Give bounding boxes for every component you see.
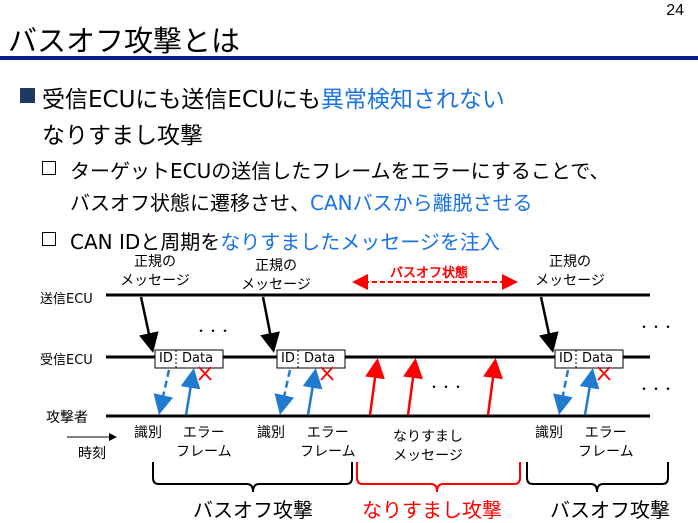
sub-bullet-box-icon <box>42 232 56 246</box>
ellipsis: ・・・ <box>428 380 465 394</box>
time-label: 時刻 <box>78 446 106 462</box>
sub-bullet-2: CAN IDと周期をなりすましたメッセージを注入 <box>70 226 500 255</box>
slide-title: バスオフ攻撃とは <box>8 24 241 58</box>
frame-id-label: ID <box>559 351 573 366</box>
error-frame-label: エラーフレーム <box>578 425 634 460</box>
error-frame-arrow <box>180 368 600 416</box>
lane-label-attacker: 攻撃者 <box>46 410 88 426</box>
busoff-attack-brace <box>152 462 353 493</box>
regular-message-label: 正規のメッセージ <box>120 254 190 289</box>
regular-message-label: 正規のメッセージ <box>535 254 605 289</box>
ellipsis: ・・・ <box>638 382 675 396</box>
bullet-square-icon <box>20 88 35 103</box>
lane-label-receiver: 受信ECU <box>40 353 93 368</box>
sub-bullet-1-line-2: バスオフ状態に遷移させ、CANバスから離脱させる <box>70 187 533 216</box>
spoof-message-label: なりすましメッセージ <box>393 429 463 464</box>
ellipsis: ・・・ <box>638 320 675 334</box>
frame-data-label: Data <box>182 351 214 366</box>
phase-label-spoof-attack: なりすまし攻撃 <box>362 498 502 522</box>
busoff-state-label: バスオフ状態 <box>390 266 469 281</box>
error-x-icon <box>198 366 611 381</box>
frame-data-label: Data <box>582 351 614 366</box>
spoof-attack-brace <box>356 462 521 493</box>
identify-label: 識別 <box>134 425 162 441</box>
sub-bullet-1-line-1: ターゲットECUの送信したフレームをエラーにすることで、 <box>70 159 610 183</box>
regular-message-arrow <box>139 296 559 353</box>
identify-label: 識別 <box>257 425 285 441</box>
ellipsis: ・・・ <box>195 324 232 338</box>
identify-label: 識別 <box>535 425 563 441</box>
regular-message-label: 正規のメッセージ <box>241 258 311 293</box>
sub-bullet-1-text: バスオフ状態に遷移させ、 <box>70 191 310 215</box>
sub-bullet-box-icon <box>42 161 56 175</box>
lane-label-sender: 送信ECU <box>40 292 93 307</box>
busoff-attack-brace <box>526 462 669 493</box>
page-number: 24 <box>666 2 684 19</box>
phase-label-busoff-attack: バスオフ攻撃 <box>550 498 670 522</box>
phase-label-busoff-attack: バスオフ攻撃 <box>193 498 313 522</box>
sub-bullet-1-highlight: CANバスから離脱させる <box>310 191 533 215</box>
sub-bullet-2-text: CAN IDと周期を <box>70 230 221 254</box>
spoof-message-arrow <box>365 358 503 416</box>
bullet-1-highlight: 異常検知されない <box>320 87 505 113</box>
title-divider <box>0 56 698 60</box>
frame-box <box>154 349 624 369</box>
bullet-1-line-1: 受信ECUにも送信ECUにも異常検知されない <box>42 80 505 114</box>
error-frame-label: エラーフレーム <box>176 425 232 460</box>
error-frame-label: エラーフレーム <box>300 425 356 460</box>
identify-arrow <box>153 369 573 415</box>
frame-id-label: ID <box>159 351 173 366</box>
frame-id-label: ID <box>281 351 295 366</box>
bullet-1-text: 受信ECUにも送信ECUにも <box>42 87 321 113</box>
frame-data-label: Data <box>304 351 336 366</box>
sub-bullet-2-highlight: なりすましたメッセージを注入 <box>220 230 500 254</box>
bullet-1-line-2: なりすまし攻撃 <box>42 123 203 149</box>
